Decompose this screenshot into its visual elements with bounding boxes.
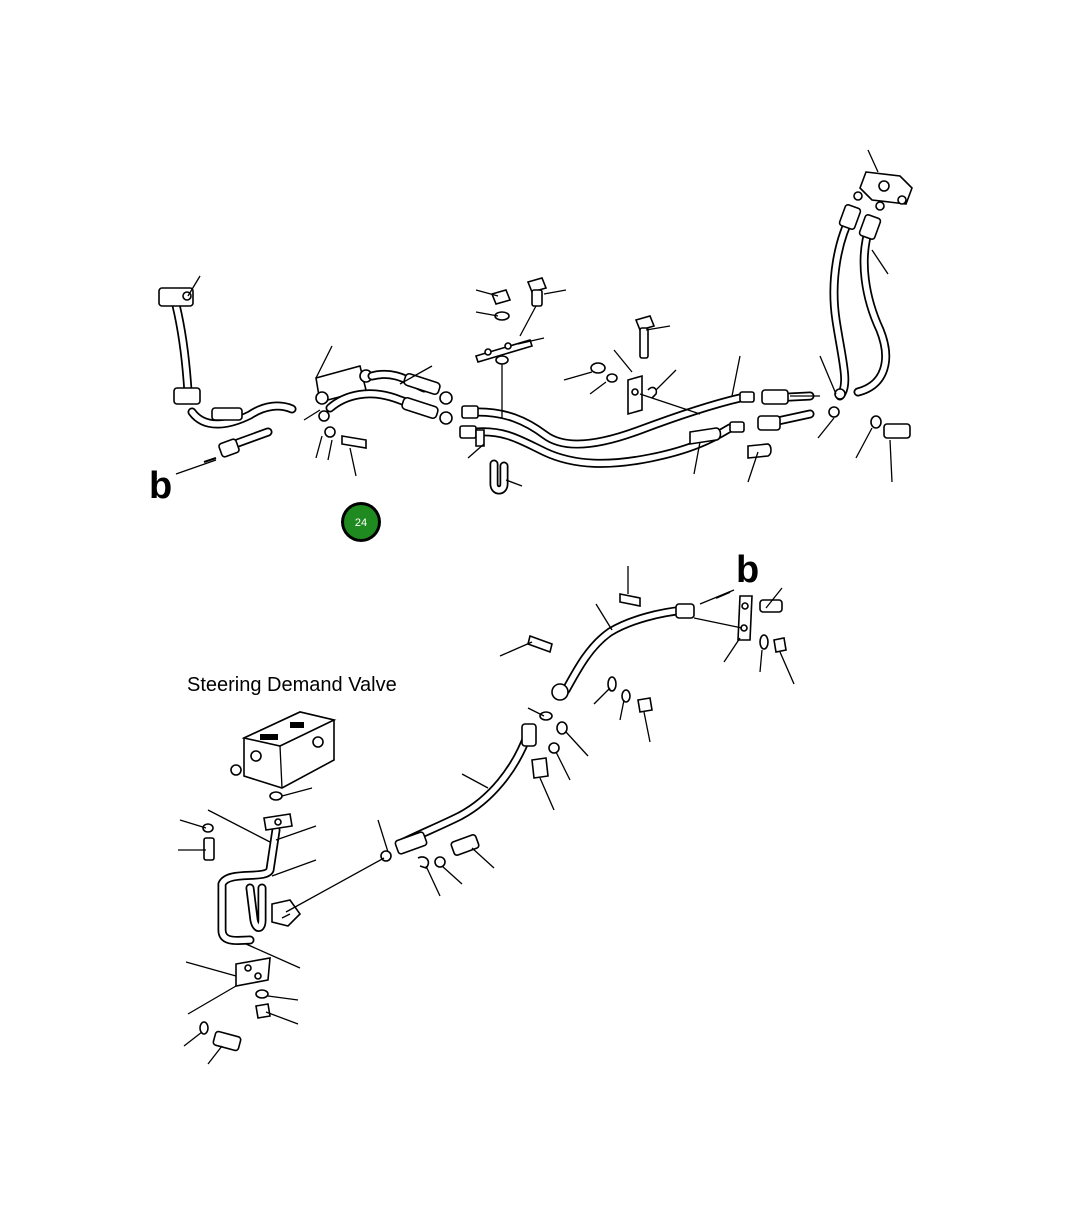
right-hoses	[689, 171, 913, 459]
left-hose	[158, 287, 297, 429]
bracket-mid-right	[590, 315, 658, 416]
flange-lower	[271, 899, 302, 927]
connection-marker-b-lower: b	[736, 549, 759, 591]
upper-leader-lines	[187, 149, 893, 487]
steering-demand-valve	[230, 711, 337, 801]
hardware-stack-middle	[474, 277, 548, 495]
lower-leader-lines	[178, 566, 795, 1065]
lower-pipe-assembly: b	[178, 549, 795, 1065]
steering-demand-valve-caption: Steering Demand Valve	[187, 674, 397, 696]
page-badge-number: 24	[355, 517, 367, 529]
upper-pipe-assembly	[158, 149, 913, 495]
connection-marker-b-upper: b	[149, 465, 172, 507]
main-pipes	[325, 370, 755, 468]
page-badge[interactable]: 24	[341, 502, 381, 542]
flange-upper	[551, 683, 569, 701]
valve-block	[315, 365, 373, 449]
hose-block	[173, 387, 201, 405]
connector-b-upper	[175, 427, 273, 475]
